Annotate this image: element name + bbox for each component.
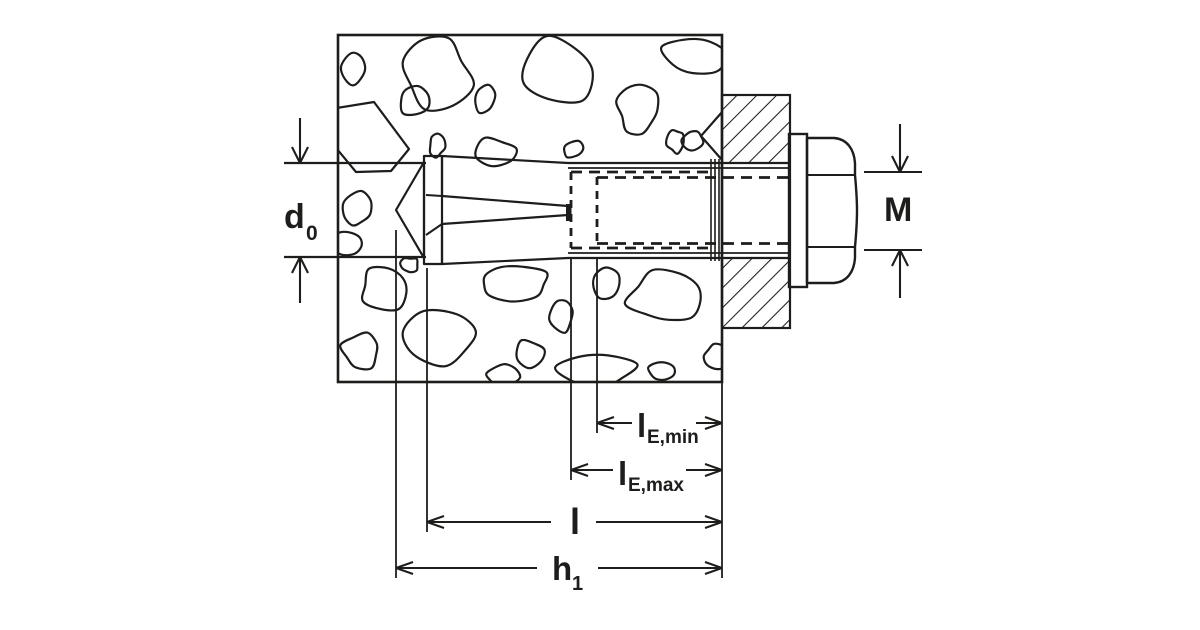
aggregate-stone bbox=[702, 342, 721, 371]
sleeve-upper-leaf bbox=[440, 154, 569, 208]
drilled-hole-lines bbox=[284, 161, 426, 259]
aggregate-stone bbox=[401, 36, 475, 112]
aggregate-stone bbox=[623, 268, 702, 322]
aggregate-stone bbox=[482, 265, 549, 303]
aggregate-stone bbox=[474, 136, 518, 168]
dim-l bbox=[426, 515, 723, 529]
sleeve-lower-leaf bbox=[440, 213, 569, 266]
aggregate-stone bbox=[515, 338, 546, 370]
aggregate-stone bbox=[680, 130, 705, 152]
aggregate-stone bbox=[665, 128, 685, 155]
bolt-tip bbox=[566, 204, 572, 221]
aggregate-stone bbox=[401, 308, 478, 368]
aggregate-stone bbox=[485, 363, 522, 381]
dim-le-min bbox=[596, 416, 723, 430]
extension-lines bbox=[395, 230, 723, 578]
aggregate-stone bbox=[699, 111, 721, 161]
label-h1: h 1 bbox=[552, 550, 583, 595]
label-le-min: l E,min bbox=[637, 407, 699, 448]
concrete-block bbox=[336, 33, 724, 384]
washer bbox=[787, 132, 809, 289]
expansion-cone bbox=[394, 160, 426, 260]
aggregate-stone bbox=[339, 100, 411, 174]
aggregate-stone bbox=[592, 266, 621, 301]
label-l: l bbox=[570, 501, 580, 542]
aggregate-stone bbox=[360, 265, 408, 312]
dim-h1 bbox=[395, 561, 723, 575]
aggregate-stone bbox=[399, 256, 419, 274]
aggregate-stone bbox=[339, 331, 379, 371]
aggregate-stone bbox=[399, 84, 431, 117]
aggregate-stone bbox=[339, 230, 363, 257]
label-M: M bbox=[884, 191, 912, 229]
aggregate-stone bbox=[646, 361, 677, 381]
fixture-plate bbox=[720, 93, 792, 330]
bolt-hidden-outline bbox=[569, 170, 789, 250]
aggregate-stone bbox=[341, 189, 373, 227]
aggregate-stone bbox=[521, 36, 594, 104]
aggregate-texture bbox=[339, 36, 721, 381]
dim-d0 bbox=[291, 118, 309, 303]
dim-M bbox=[864, 124, 922, 298]
aggregate-stone bbox=[562, 139, 585, 159]
plate-hatching-top bbox=[722, 95, 790, 163]
dim-le-max bbox=[570, 463, 723, 477]
label-d0: d 0 bbox=[284, 198, 318, 245]
aggregate-stone bbox=[554, 353, 639, 381]
anchor-thread-marks bbox=[710, 159, 720, 261]
plate-hatching-bottom bbox=[722, 257, 790, 328]
aggregate-stone bbox=[659, 37, 721, 75]
aggregate-stone bbox=[474, 83, 497, 115]
label-le-max: l E,max bbox=[618, 455, 684, 496]
anchor-collar bbox=[422, 154, 444, 266]
aggregate-stone bbox=[428, 132, 447, 159]
aggregate-stone bbox=[547, 299, 574, 334]
aggregate-stone bbox=[339, 51, 367, 87]
hex-bolt-head bbox=[805, 136, 859, 285]
aggregate-stone bbox=[615, 83, 660, 136]
